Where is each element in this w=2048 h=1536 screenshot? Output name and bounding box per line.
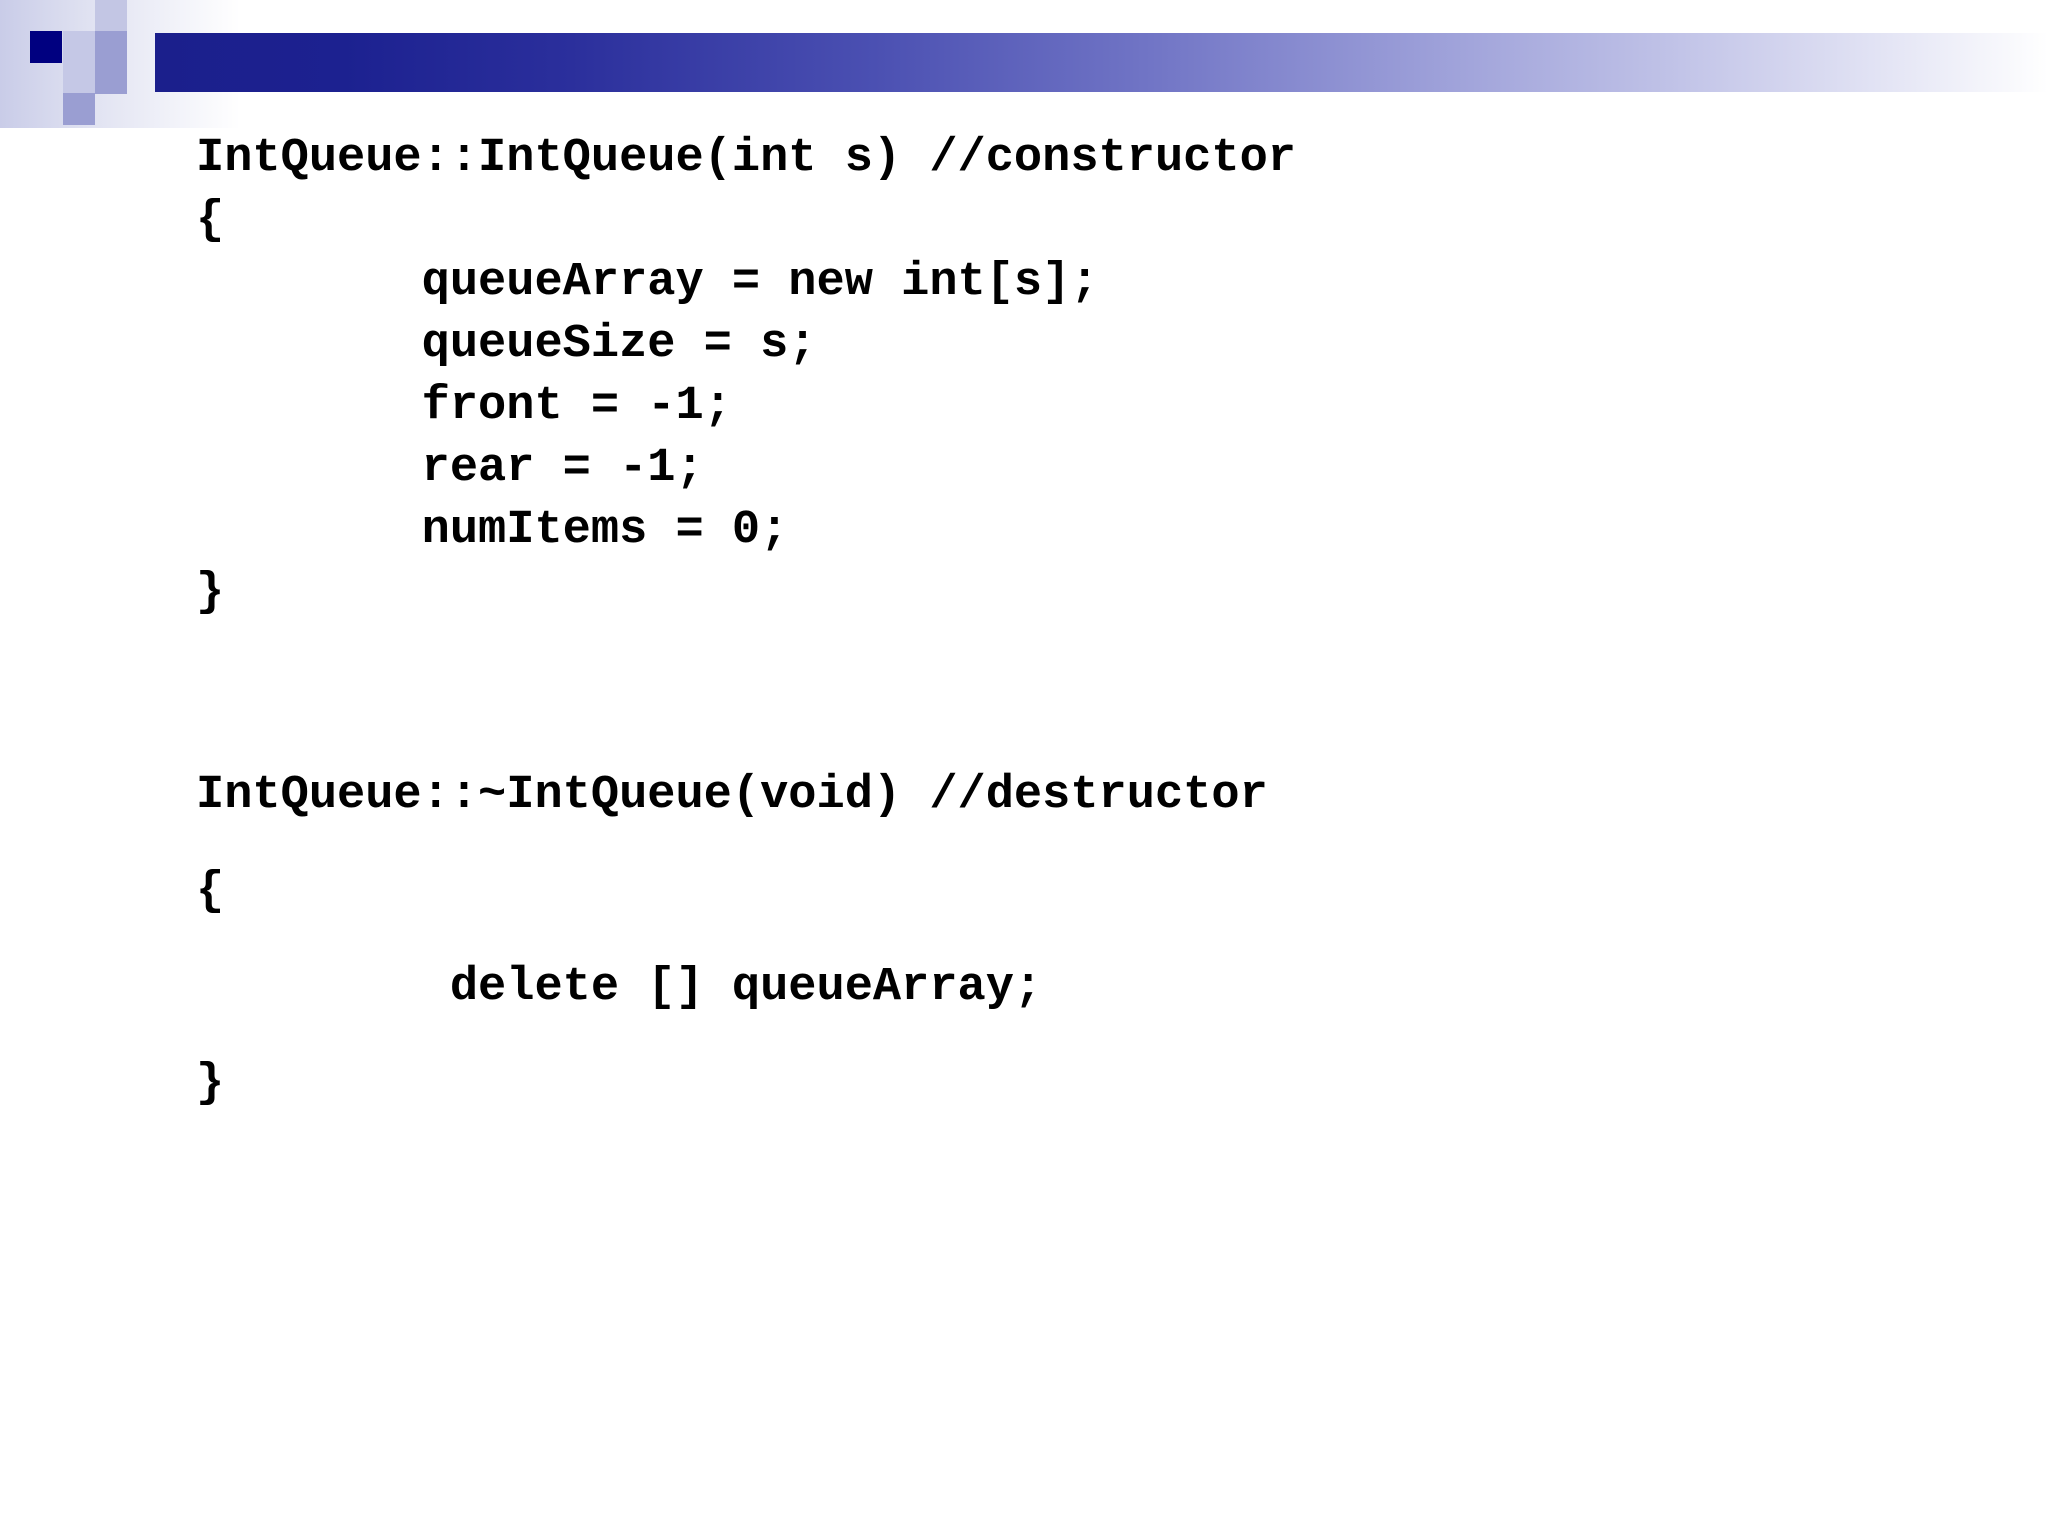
header-decoration xyxy=(0,0,2048,135)
header-gradient-band xyxy=(155,33,2048,92)
code-line: { xyxy=(196,865,225,918)
code-line-blank xyxy=(196,624,1896,686)
code-line: } xyxy=(196,1057,225,1110)
code-line-blank xyxy=(196,686,1896,748)
code-line: { xyxy=(196,194,225,247)
code-line: IntQueue::~IntQueue(void) //destructor xyxy=(196,769,1268,822)
square-light-periwinkle-top xyxy=(95,0,127,32)
code-line: front = -1; xyxy=(196,380,732,433)
square-periwinkle-lower xyxy=(95,62,127,94)
code-line: delete [] queueArray; xyxy=(196,961,1043,1014)
square-light-periwinkle-mid xyxy=(63,31,95,63)
code-line: } xyxy=(196,566,225,619)
code-block: IntQueue::IntQueue(int s) //constructor{… xyxy=(196,128,1896,1132)
square-light-periwinkle-lower xyxy=(63,62,95,94)
square-periwinkle-mid xyxy=(95,31,127,63)
code-line: queueArray = new int[s]; xyxy=(196,256,1099,309)
code-line: queueSize = s; xyxy=(196,318,817,371)
code-line: IntQueue::IntQueue(int s) //constructor xyxy=(196,132,1296,185)
code-line: numItems = 0; xyxy=(196,504,789,557)
square-periwinkle-bottom xyxy=(63,93,95,125)
square-dark-navy xyxy=(30,31,62,63)
code-line: rear = -1; xyxy=(196,442,704,495)
